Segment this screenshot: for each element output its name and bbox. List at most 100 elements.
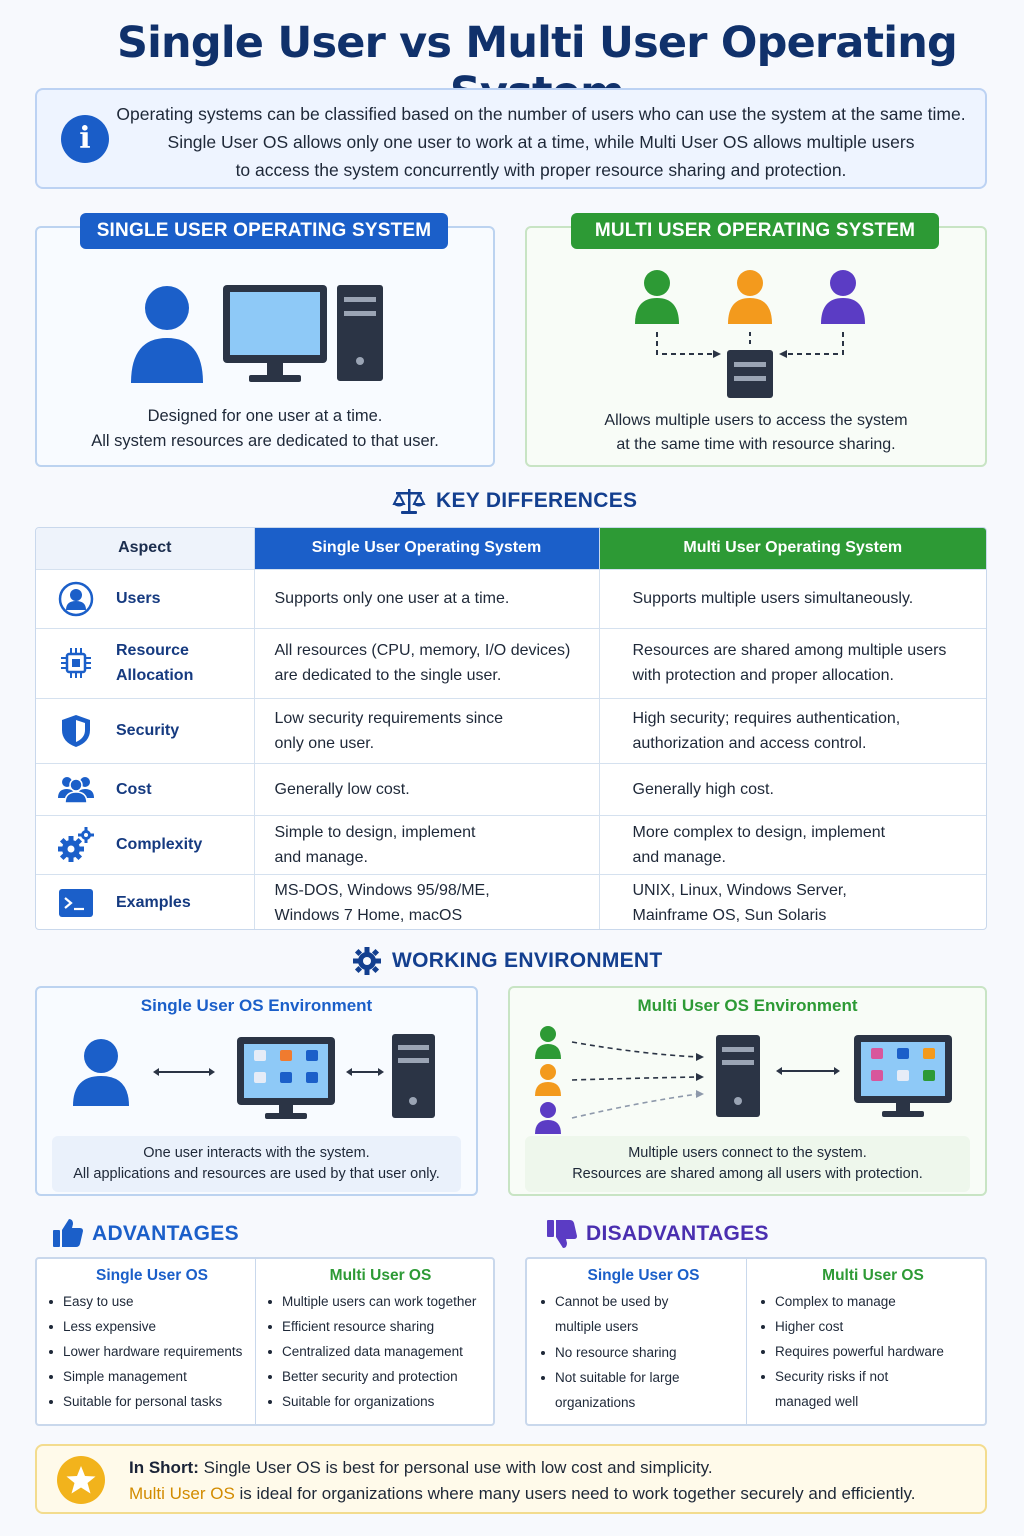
single-cell: MS-DOS, Windows 95/98/ME, Windows 7 Home,…: [254, 873, 600, 929]
monitor-icon: [237, 1037, 335, 1119]
list-item: Higher cost: [761, 1314, 985, 1339]
double-arrow-icon: [346, 1068, 384, 1076]
single-cell: Generally low cost.: [254, 762, 600, 815]
list-item-continuation: multiple users: [555, 1319, 639, 1334]
purple-user-icon: [535, 1102, 561, 1134]
thumbs-down-icon: [547, 1220, 577, 1248]
multi-env-caption-line-1: Multiple users connect to the system.: [628, 1145, 867, 1161]
list-item: Simple management: [49, 1364, 255, 1389]
single-environment-panel: Single User OS Environment: [35, 986, 478, 1196]
multi-cell-line-1: More complex to design, implement: [632, 823, 886, 841]
single-user-panel: Designed for one user at a time. All sys…: [35, 226, 495, 467]
group-icon: [58, 777, 94, 804]
table-row: Cost Generally low cost. Generally high …: [36, 762, 986, 815]
cpu-icon: [61, 648, 91, 678]
multi-environment-panel: Multi User OS Environment: [508, 986, 987, 1196]
in-short-line-2-text: is ideal for organizations where many us…: [239, 1484, 916, 1503]
intro-line-2: Single User OS allows only one user to w…: [167, 132, 915, 152]
list-item: Lower hardware requirements: [49, 1339, 255, 1364]
multi-user-illustration: [635, 270, 865, 398]
single-cell-line-1: Low security requirements since: [274, 709, 504, 727]
advantages-multi-title: Multi User OS: [329, 1267, 432, 1284]
intro-line-3: to access the system concurrently with p…: [235, 160, 847, 180]
green-user-icon: [635, 270, 679, 324]
list-item: Easy to use: [49, 1289, 255, 1314]
disadvantages-box: Single User OS Cannot be used by multipl…: [525, 1257, 987, 1426]
server-icon: [716, 1035, 760, 1117]
user-icon: [131, 286, 203, 383]
scale-icon: [392, 489, 426, 514]
double-arrow-icon: [776, 1067, 840, 1075]
list-item: Efficient resource sharing: [268, 1314, 493, 1339]
disadvantages-single-title: Single User OS: [587, 1267, 700, 1284]
single-cell-line-1: MS-DOS, Windows 95/98/ME,: [274, 881, 490, 899]
disadvantages-single-column: Single User OS Cannot be used by multipl…: [527, 1259, 746, 1424]
aspect-label: Examples: [116, 894, 191, 912]
multi-cell-line-1: UNIX, Linux, Windows Server,: [632, 881, 847, 899]
list-item: Cannot be used by: [541, 1289, 746, 1314]
single-user-illustration: [131, 285, 383, 383]
single-panel-heading: SINGLE USER OPERATING SYSTEM: [80, 213, 448, 249]
multi-env-caption-line-2: Resources are shared among all users wit…: [572, 1166, 923, 1182]
list-item-continuation: organizations: [555, 1395, 636, 1410]
thumbs-up-icon: [53, 1219, 83, 1247]
list-item: Complex to manage: [761, 1289, 985, 1314]
advantages-single-column: Single User OS Easy to use Less expensiv…: [37, 1259, 255, 1424]
disadvantages-heading: DISADVANTAGES: [586, 1222, 769, 1245]
in-short-box: In Short: Single User OS is best for per…: [35, 1444, 987, 1514]
multi-caption-line-2: at the same time with resource sharing.: [616, 436, 896, 453]
list-item: No resource sharing: [541, 1340, 746, 1365]
in-short-text: In Short: Single User OS is best for per…: [129, 1455, 915, 1507]
advantages-box: Single User OS Easy to use Less expensiv…: [35, 1257, 495, 1426]
multi-environment-title: Multi User OS Environment: [637, 996, 858, 1015]
multi-cell: Resources are shared among multiple user…: [599, 627, 986, 698]
in-short-line-1: In Short: Single User OS is best for per…: [129, 1455, 915, 1481]
table-row: Examples MS-DOS, Windows 95/98/ME, Window…: [36, 873, 986, 929]
single-env-caption-line-2: All applications and resources are used …: [73, 1166, 440, 1182]
single-cell: All resources (CPU, memory, I/O devices)…: [254, 627, 600, 698]
single-caption-line-2: All system resources are dedicated to th…: [91, 432, 439, 450]
single-environment-diagram: [73, 1034, 435, 1119]
multi-cell-line-2: and manage.: [632, 848, 726, 866]
in-short-label: In Short:: [129, 1458, 199, 1477]
monitor-icon: [854, 1035, 952, 1117]
multi-cell-line-2: Mainframe OS, Sun Solaris: [632, 906, 827, 924]
multi-user-panel: Allows multiple users to access the syst…: [525, 226, 987, 467]
advantages-multi-column: Multi User OS Multiple users can work to…: [256, 1259, 493, 1424]
orange-user-icon: [728, 270, 772, 324]
multi-cell: High security; requires authentication,a…: [599, 697, 986, 763]
single-cell-line-2: Windows 7 Home, macOS: [274, 906, 463, 924]
user-icon: [58, 581, 94, 616]
column-header-single: Single User Operating System: [254, 528, 600, 569]
multi-cell: Generally high cost.: [599, 762, 986, 815]
list-item: Suitable for organizations: [268, 1389, 493, 1414]
multi-panel-heading: MULTI USER OPERATING SYSTEM: [571, 213, 939, 249]
aspect-label: Cost: [116, 780, 152, 798]
shield-icon: [62, 714, 90, 747]
multi-cell-line-2: with protection and proper allocation.: [632, 667, 895, 684]
list-item: Not suitable for large: [541, 1365, 746, 1390]
single-cell-line-2: are dedicated to the single user.: [274, 667, 502, 684]
list-item: Requires powerful hardware: [761, 1339, 985, 1364]
advantages-single-title: Single User OS: [96, 1267, 208, 1284]
multi-cell-line-2: authorization and access control.: [632, 734, 867, 752]
disadvantages-multi-title: Multi User OS: [822, 1267, 924, 1284]
single-caption-line-1: Designed for one user at a time.: [147, 407, 383, 425]
intro-line-1: Operating systems can be classified base…: [116, 104, 966, 124]
aspect-label-line-1: Resource: [116, 642, 189, 659]
gear-icon: [353, 947, 381, 975]
single-panel-caption: Designed for one user at a time. All sys…: [37, 404, 493, 454]
star-badge: [57, 1456, 105, 1504]
list-item: Security risks if not: [761, 1364, 985, 1389]
aspect-label: Users: [116, 590, 161, 607]
aspect-label-line-2: Allocation: [116, 667, 194, 684]
list-item: Multiple users can work together: [268, 1289, 493, 1314]
tower-icon: [337, 285, 383, 381]
list-item: Centralized data management: [268, 1339, 493, 1364]
single-cell-line-1: Simple to design, implement: [274, 823, 476, 841]
server-icon: [727, 350, 773, 398]
